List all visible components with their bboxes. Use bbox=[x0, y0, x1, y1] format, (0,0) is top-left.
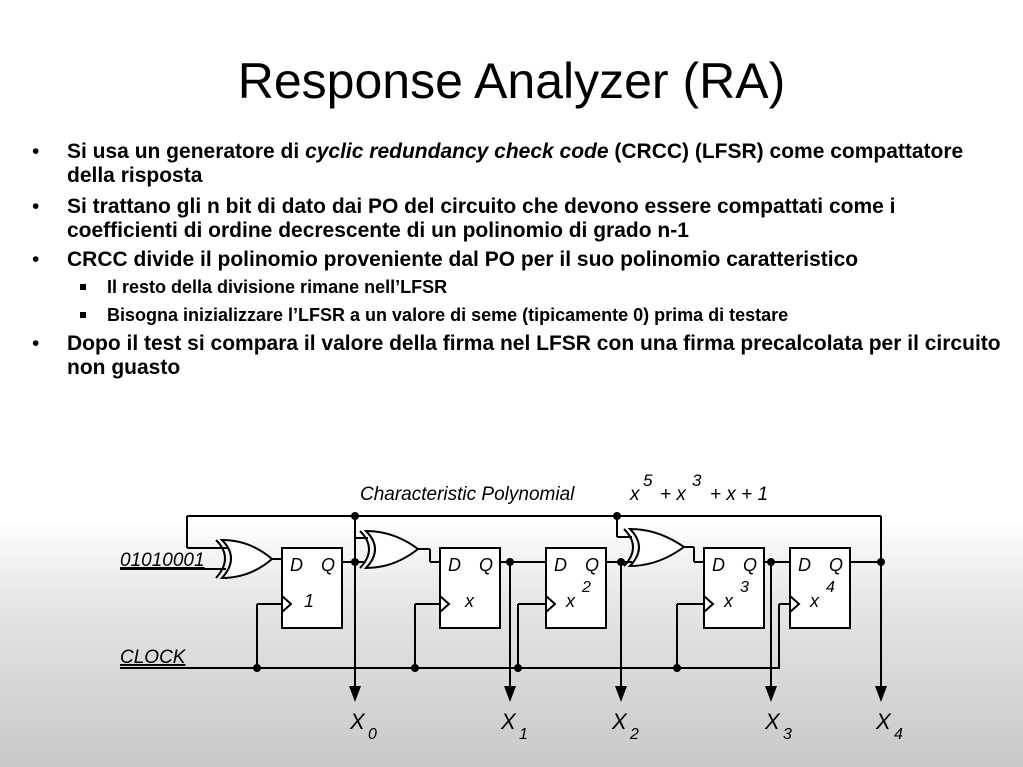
x1-label: X bbox=[500, 709, 517, 734]
bullet-3-text: CRCC divide il polinomio proveniente dal… bbox=[67, 248, 859, 271]
x2-sub: 2 bbox=[629, 726, 639, 743]
ff1-term: 1 bbox=[304, 591, 314, 611]
clock-label: CLOCK bbox=[120, 647, 187, 668]
flip-flop-1 bbox=[281, 547, 343, 629]
poly-rest: + x + 1 bbox=[710, 484, 768, 505]
flip-flop-3 bbox=[545, 547, 607, 629]
ff3-term: x bbox=[565, 591, 576, 611]
arrow-x4-icon bbox=[875, 686, 887, 702]
sub-bullet-2-text: Bisogna inizializzare l’LFSR a un valore… bbox=[107, 305, 789, 325]
bullet-2: • Si trattano gli n bit di dato dai PO d… bbox=[30, 195, 1005, 243]
ff1-q-label: Q bbox=[321, 555, 335, 575]
ff3-exp: 2 bbox=[581, 579, 591, 596]
ff4-term: x bbox=[723, 591, 734, 611]
ff5-q-label: Q bbox=[829, 555, 843, 575]
poly-exp3: 3 bbox=[692, 471, 702, 490]
bullet-2-text: Si trattano gli n bit di dato dai PO del… bbox=[67, 195, 896, 242]
bullet-3: • CRCC divide il polinomio proveniente d… bbox=[30, 248, 1005, 272]
ff3-d-label: D bbox=[554, 555, 567, 575]
ff1-d-label: D bbox=[290, 555, 303, 575]
flip-flop-5 bbox=[789, 547, 851, 629]
bullet-4: • Dopo il test si compara il valore dell… bbox=[30, 332, 1005, 380]
arrow-x1-icon bbox=[504, 686, 516, 702]
x0-sub: 0 bbox=[368, 726, 377, 743]
ff4-q-label: Q bbox=[743, 555, 757, 575]
sub-bullet-1: Il resto della divisione rimane nell’LFS… bbox=[30, 276, 1005, 298]
bullet-dot: • bbox=[32, 195, 40, 218]
x0-label: X bbox=[349, 709, 366, 734]
bullet-1-text-em: cyclic redundancy check code bbox=[305, 140, 609, 163]
bullet-dot: • bbox=[32, 140, 40, 163]
ff2-term: x bbox=[464, 591, 475, 611]
bullet-dot: • bbox=[32, 332, 40, 355]
page-title: Response Analyzer (RA) bbox=[237, 53, 786, 109]
x4-sub: 4 bbox=[894, 726, 903, 743]
flip-flop-4 bbox=[703, 547, 765, 629]
xor-gate-3 bbox=[627, 527, 686, 568]
arrow-x2-icon bbox=[615, 686, 627, 702]
ff2-q-label: Q bbox=[479, 555, 493, 575]
input-bits-label: 01010001 bbox=[120, 550, 205, 571]
char-poly-label: Characteristic Polynomial bbox=[360, 484, 575, 505]
square-bullet-icon bbox=[80, 284, 86, 290]
x1-sub: 1 bbox=[519, 726, 528, 743]
ff4-d-label: D bbox=[712, 555, 725, 575]
bullet-1: • Si usa un generatore di cyclic redunda… bbox=[30, 140, 1005, 188]
ff5-term: x bbox=[809, 591, 820, 611]
arrow-x0-icon bbox=[349, 686, 361, 702]
sub-bullet-2: Bisogna inizializzare l’LFSR a un valore… bbox=[30, 304, 1005, 326]
ff3-q-label: Q bbox=[585, 555, 599, 575]
bullet-1-text-pre: Si usa un generatore di bbox=[67, 140, 306, 163]
x2-label: X bbox=[611, 709, 628, 734]
poly-x: x bbox=[629, 484, 641, 505]
ff5-d-label: D bbox=[798, 555, 811, 575]
sub-bullet-1-text: Il resto della divisione rimane nell’LFS… bbox=[107, 277, 448, 297]
xor-gate-1 bbox=[219, 538, 274, 580]
arrow-x3-icon bbox=[765, 686, 777, 702]
bullet-1-text-post: (CRCC) (LFSR) come compattatore della ri… bbox=[67, 140, 964, 187]
xor-gate-2 bbox=[363, 529, 420, 570]
ff4-exp: 3 bbox=[740, 579, 749, 596]
poly-exp5: 5 bbox=[643, 471, 653, 490]
x3-label: X bbox=[764, 709, 781, 734]
ff2-d-label: D bbox=[448, 555, 461, 575]
flip-flop-2 bbox=[439, 547, 501, 629]
bullet-4-text: Dopo il test si compara il valore della … bbox=[67, 332, 1001, 379]
square-bullet-icon bbox=[80, 312, 86, 318]
bullet-list: • Si usa un generatore di cyclic redunda… bbox=[30, 140, 1005, 387]
x4-label: X bbox=[875, 709, 892, 734]
poly-plus-x: + x bbox=[660, 484, 687, 505]
bullet-dot: • bbox=[32, 248, 40, 271]
x3-sub: 3 bbox=[783, 726, 792, 743]
ff5-exp: 4 bbox=[826, 579, 835, 596]
